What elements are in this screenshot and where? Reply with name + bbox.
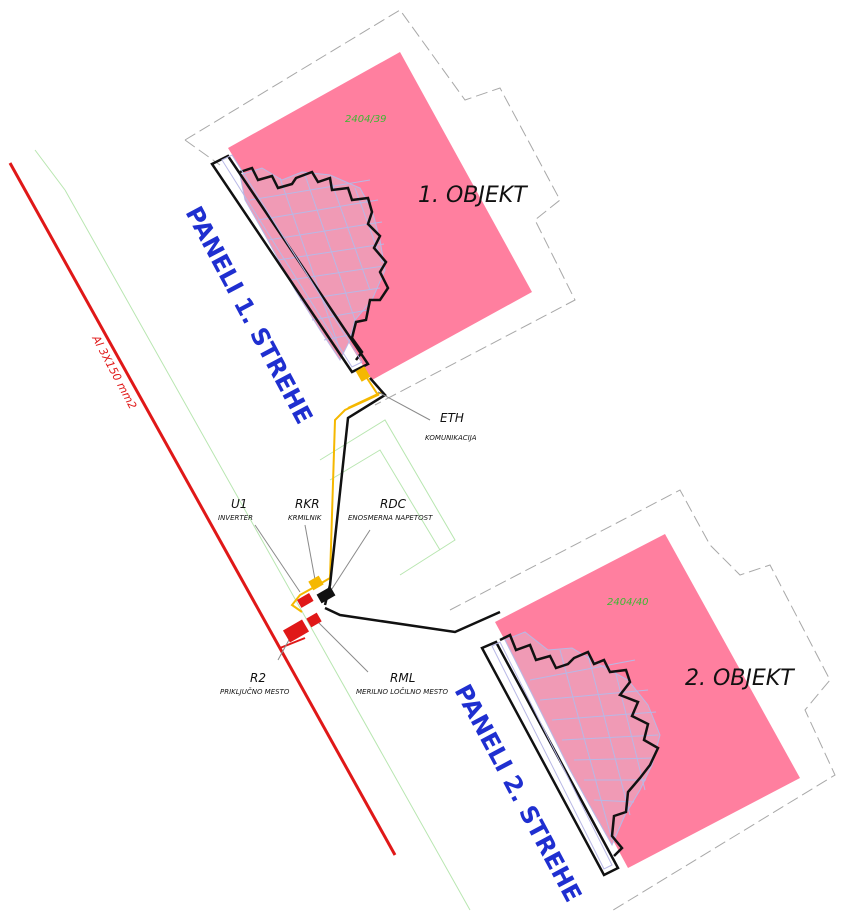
dc-box [316, 586, 336, 604]
u1-code: U1 [231, 497, 247, 511]
rkr-code: RKR [295, 497, 320, 511]
eth-box [355, 366, 371, 382]
controller-box [296, 593, 314, 608]
plot-outline-2 [449, 489, 836, 913]
main-red-cable [8, 162, 397, 856]
rml-code: RML [390, 671, 415, 685]
component-boxes [282, 575, 336, 643]
u1-desc: INVERTER [218, 514, 253, 522]
plot-outline-1 [184, 9, 576, 406]
component-labels: ETH KOMUNIKACIJA U1 INVERTER RKR KRMILNI… [218, 411, 477, 696]
rml-desc: MERILNO LOČILNO MESTO [356, 687, 448, 696]
rdc-code: RDC [380, 497, 407, 511]
r2-code: R2 [250, 671, 266, 685]
eth-desc: KOMUNIKACIJA [425, 434, 477, 442]
building-2-parcel: 2404/40 [607, 597, 649, 608]
building-1-parcel: 2404/39 [345, 114, 387, 125]
green-boundary-lines [34, 149, 471, 911]
r2-desc: PRIKLJUČNO MESTO [220, 687, 290, 696]
eth-code: ETH [440, 411, 464, 425]
connection-point-box [282, 619, 310, 643]
meter-box [306, 612, 322, 628]
roof-building-1 [210, 52, 532, 380]
rkr-desc: KRMILNIK [288, 514, 323, 522]
cable-label: Al 3X150 mm2 [89, 332, 139, 411]
leader-lines [254, 391, 431, 673]
inverter-box [308, 575, 324, 591]
building-1-name: 1. OBJEKT [418, 183, 528, 208]
rdc-desc: ENOSMERNA NAPETOST [348, 514, 433, 522]
building-2-name: 2. OBJEKT [685, 666, 795, 691]
roof-building-2 [480, 534, 800, 877]
